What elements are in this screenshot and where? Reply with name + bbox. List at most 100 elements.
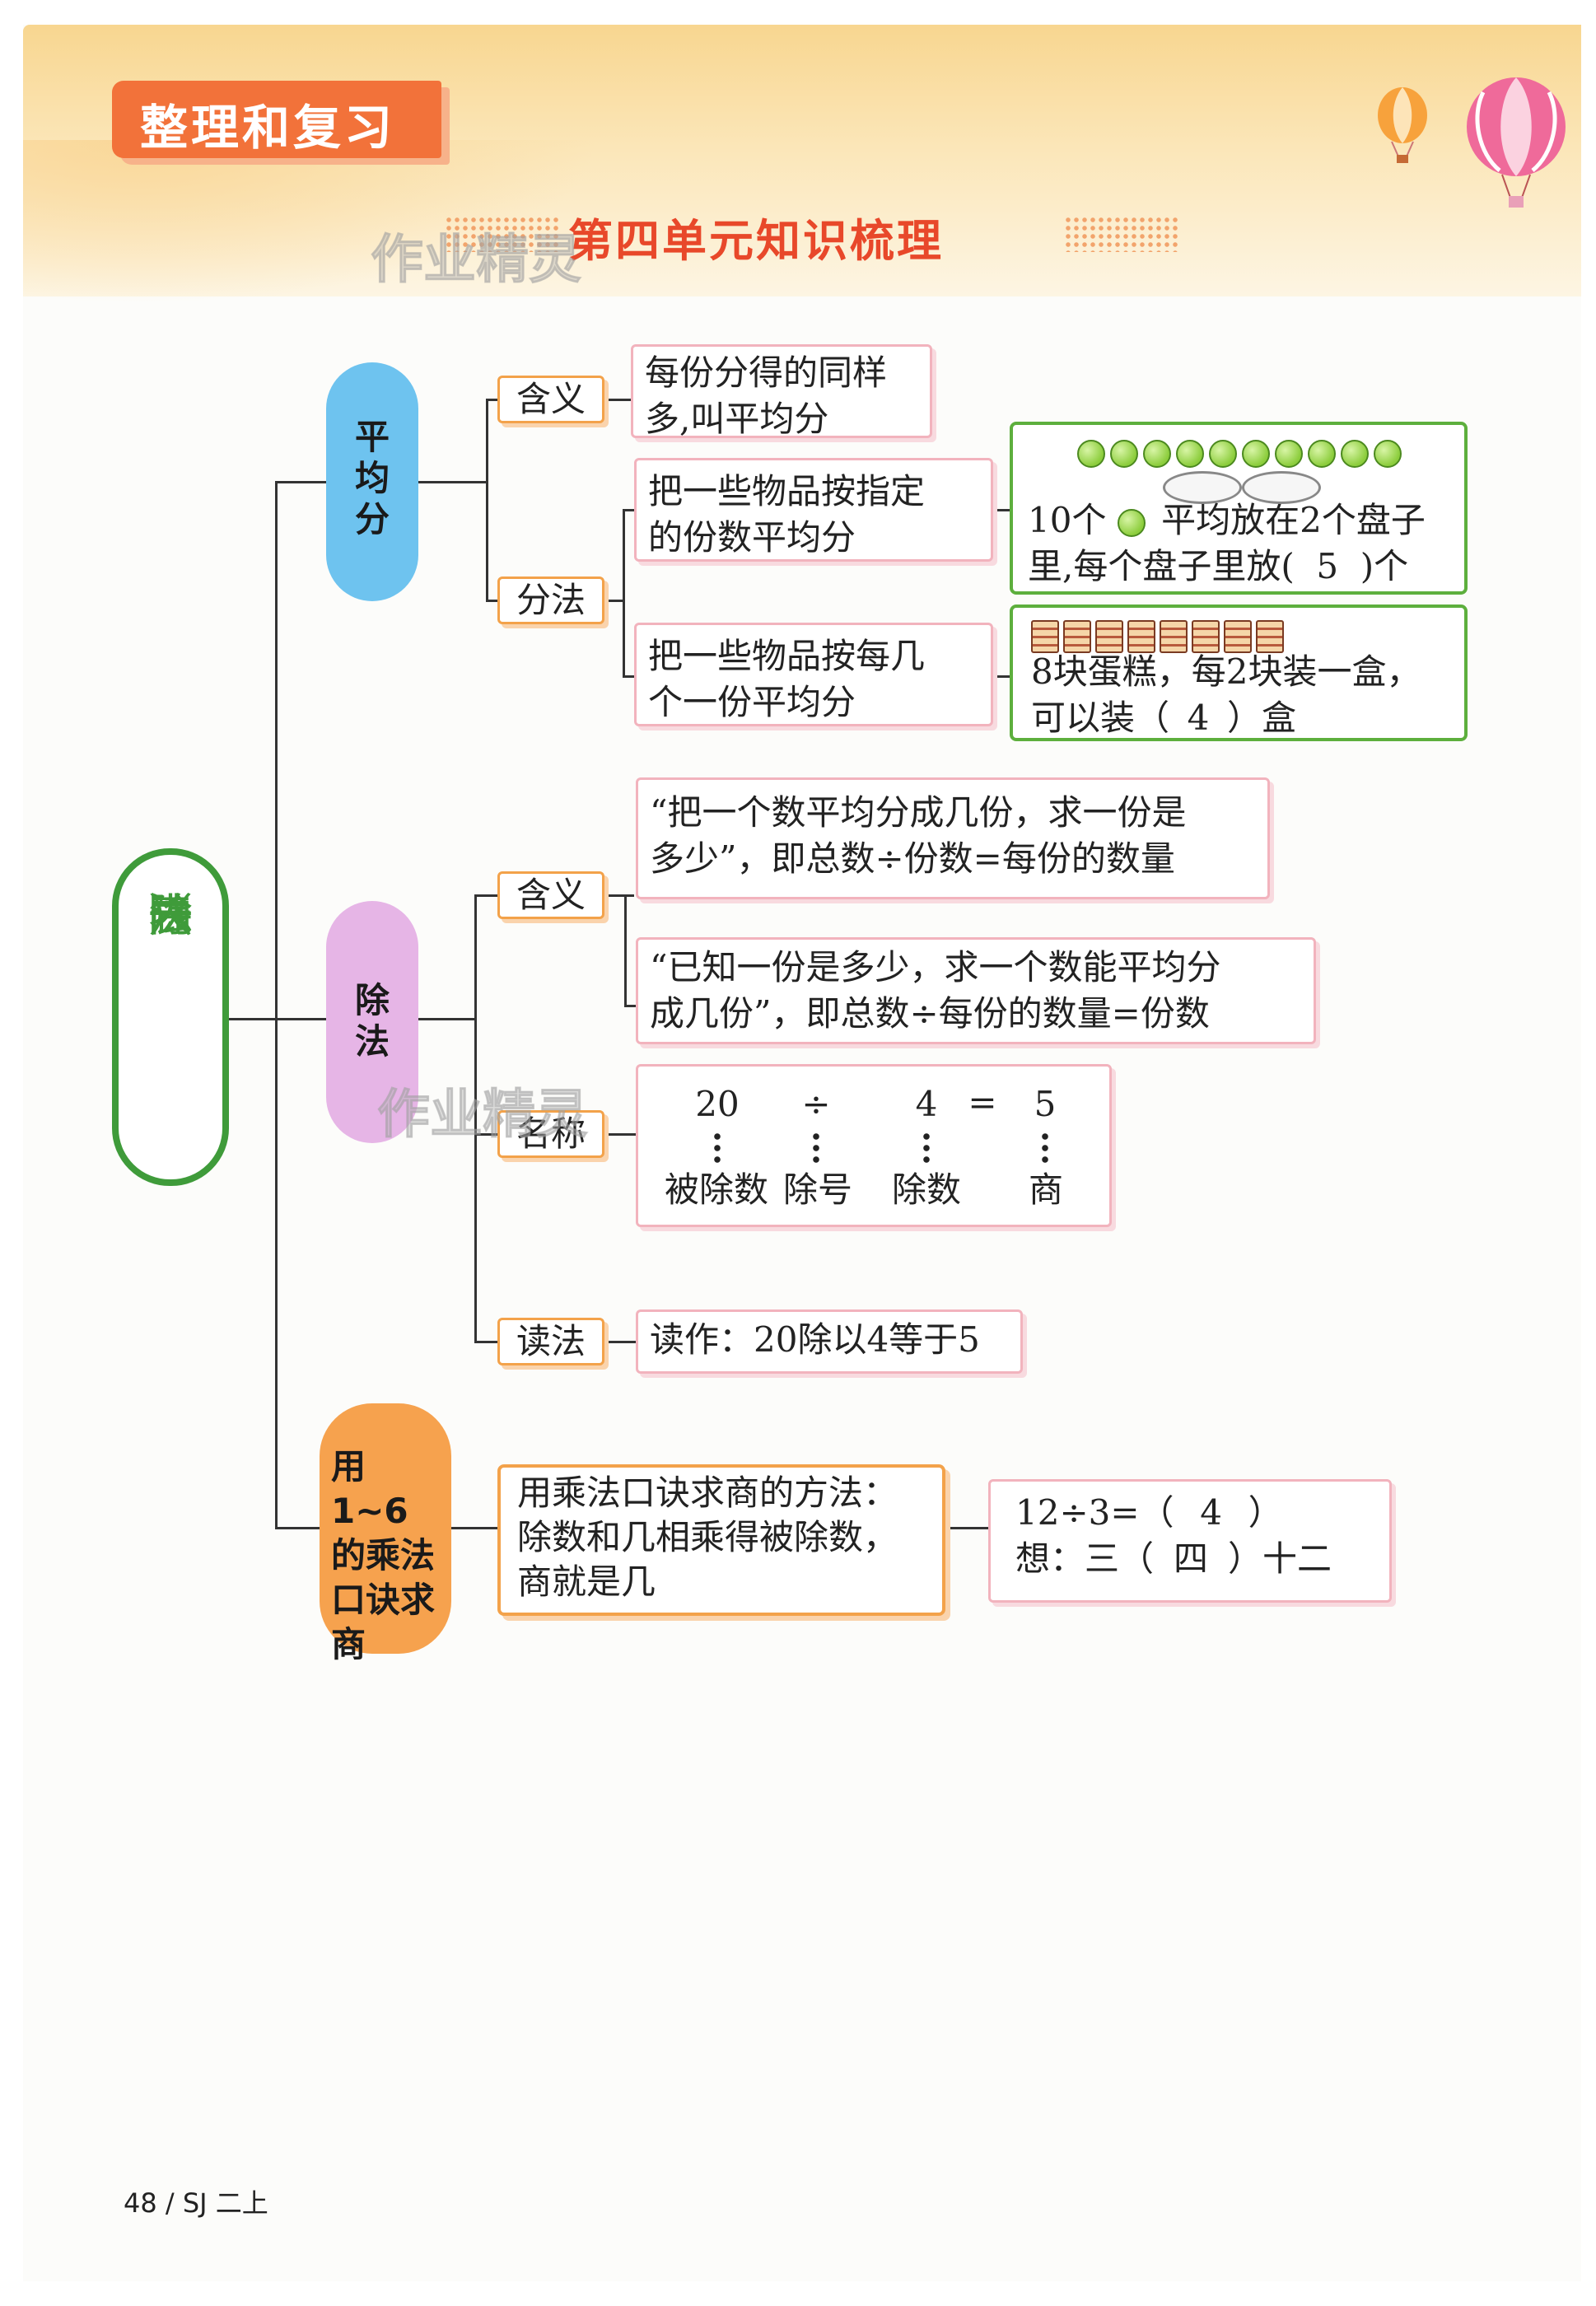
connector — [474, 894, 497, 897]
cake-icon — [1095, 620, 1123, 653]
average-method1-text-1: 把一些物品按指定 — [648, 469, 979, 515]
eq-divisor: 4 — [910, 1081, 943, 1127]
dots-dividend — [714, 1131, 721, 1164]
division-names-box: 20 ÷ 4 = 5 被除数 除号 除数 商 — [636, 1064, 1112, 1227]
average-method-label: 分法 — [497, 576, 604, 624]
multiplication-method-text-2: 除数和几相乘得被除数， — [517, 1515, 926, 1560]
average-method1-example-line-1: 10个 平均放在2个盘子 — [1028, 497, 1449, 544]
average-method2-example: 8块蛋糕，每2块装一盒， 可以装（4）盒 — [1010, 605, 1468, 741]
connector — [604, 1133, 636, 1136]
plate-icon — [1242, 471, 1321, 504]
division-read-text: 读作：20除以4等于5 — [650, 1317, 1009, 1363]
review-tag: 整理和复习 — [112, 81, 441, 158]
average-method1-text-2: 的份数平均分 — [648, 515, 979, 561]
connector — [993, 675, 1010, 678]
apple-icon — [1242, 440, 1270, 468]
trunk-vertical — [275, 481, 278, 1529]
dots-quotient — [1042, 1131, 1048, 1164]
eq-quotient: 5 — [1029, 1081, 1062, 1127]
average-method1-example-line-2: 里,每个盘子里放(5)个 — [1028, 544, 1449, 590]
connector — [624, 894, 627, 1006]
name-sign: 除号 — [777, 1167, 859, 1213]
apple-icon — [1143, 440, 1171, 468]
cake-icon — [1224, 620, 1252, 653]
division-meaning1-text-2: 多少”，即总数÷份数=每份的数量 — [650, 836, 1256, 882]
connector — [275, 481, 326, 483]
cake-icon — [1127, 620, 1155, 653]
name-quotient: 商 — [1029, 1167, 1062, 1213]
eq-equals: = — [966, 1080, 999, 1126]
apple-icon — [1374, 440, 1402, 468]
division-meaning2-text-2: 成几份”，即总数÷每份的数量=份数 — [650, 991, 1302, 1037]
eq-dividend: 20 — [684, 1081, 750, 1127]
review-tag-label: 整理和复习 — [140, 89, 395, 158]
apple-icon — [1209, 440, 1237, 468]
cake-icon — [1192, 620, 1220, 653]
title-dots-right — [1064, 216, 1179, 252]
average-meaning-text-2: 多,叫平均分 — [645, 396, 918, 442]
connector — [604, 894, 634, 897]
average-method2-answer: 4 — [1169, 695, 1227, 741]
connector — [623, 509, 634, 511]
average-method2-example-line-1: 8块蛋糕，每2块装一盒， — [1031, 649, 1446, 695]
name-dividend: 被除数 — [655, 1167, 778, 1213]
cake-icon — [1031, 620, 1059, 653]
dots-divisor — [923, 1131, 930, 1164]
division-meaning1-box: “把一个数平均分成几份，求一份是 多少”，即总数÷份数=每份的数量 — [636, 777, 1270, 899]
average-meaning-text-1: 每份分得的同样 — [645, 350, 918, 396]
average-method1-example: 10个 平均放在2个盘子 里,每个盘子里放(5)个 — [1010, 422, 1468, 595]
cake-icon — [1256, 620, 1284, 653]
connector — [474, 1341, 497, 1343]
division-meaning-label: 含义 — [497, 871, 604, 919]
multiplication-method-box: 用乘法口诀求商的方法： 除数和几相乘得被除数， 商就是几 — [497, 1464, 945, 1616]
eq-sign: ÷ — [800, 1081, 833, 1127]
multiplication-example-box: 12÷3=（4） 想：三（四）十二 — [988, 1479, 1392, 1603]
connector — [486, 600, 497, 602]
connector — [604, 1341, 636, 1343]
dots-sign — [813, 1131, 819, 1164]
connector — [275, 1018, 326, 1020]
vertical-char: ） — [119, 891, 222, 941]
division-meaning2-box: “已知一份是多少，求一个数能平均分 成几份”，即总数÷每份的数量=份数 — [636, 937, 1316, 1044]
connector — [418, 481, 488, 483]
watermark-middle: 作业精灵 — [377, 1072, 588, 1148]
vertical-char: 分 — [326, 499, 418, 540]
connector — [604, 600, 624, 602]
multiplication-label: 用1~6的乘法口诀求商 — [320, 1403, 451, 1667]
root-node: 表内除法（一） — [112, 848, 229, 1186]
average-method1-answer: 5 — [1295, 544, 1360, 590]
apple-icon — [1118, 509, 1146, 537]
division-meaning1-text-1: “把一个数平均分成几份，求一份是 — [650, 790, 1256, 836]
small-balloon-icon — [1374, 86, 1431, 168]
apple-icon — [1341, 440, 1369, 468]
connector — [486, 399, 488, 600]
connector — [623, 675, 634, 678]
apple-icon — [1176, 440, 1204, 468]
apple-icon — [1077, 440, 1105, 468]
watermark-top: 作业精灵 — [371, 217, 581, 293]
average-meaning-label: 含义 — [497, 376, 604, 423]
division-read-box: 读作：20除以4等于5 — [636, 1309, 1023, 1374]
average-method2-example-line-2: 可以装（4）盒 — [1031, 695, 1446, 741]
page-footer: 48 / SJ 二上 — [124, 2182, 268, 2220]
division-meaning2-text-1: “已知一份是多少，求一个数能平均分 — [650, 945, 1302, 991]
apple-icon — [1308, 440, 1336, 468]
connector — [623, 509, 625, 677]
average-meaning-box: 每份分得的同样 多,叫平均分 — [631, 344, 932, 438]
connector — [229, 1018, 277, 1020]
plate-icon — [1163, 471, 1242, 504]
division-label: 除法 — [326, 901, 418, 1062]
cake-icon — [1160, 620, 1188, 653]
multiplication-example-line-2: 想：三（四）十二 — [1015, 1536, 1365, 1582]
connector — [275, 1527, 321, 1529]
connector — [486, 399, 497, 401]
section-title: 第四单元知识梳理 — [568, 204, 944, 269]
average-method2-box: 把一些物品按每几 个一份平均分 — [634, 623, 993, 726]
multiplication-example-answer-2: 四 — [1154, 1536, 1228, 1582]
multiplication-example-answer-1: 4 — [1174, 1490, 1248, 1536]
multiplication-method-text-1: 用乘法口诀求商的方法： — [517, 1471, 926, 1515]
apple-icon — [1275, 440, 1303, 468]
vertical-char: 平 — [326, 417, 418, 458]
vertical-char: 法 — [326, 1021, 418, 1062]
division-read-label: 读法 — [497, 1318, 604, 1365]
